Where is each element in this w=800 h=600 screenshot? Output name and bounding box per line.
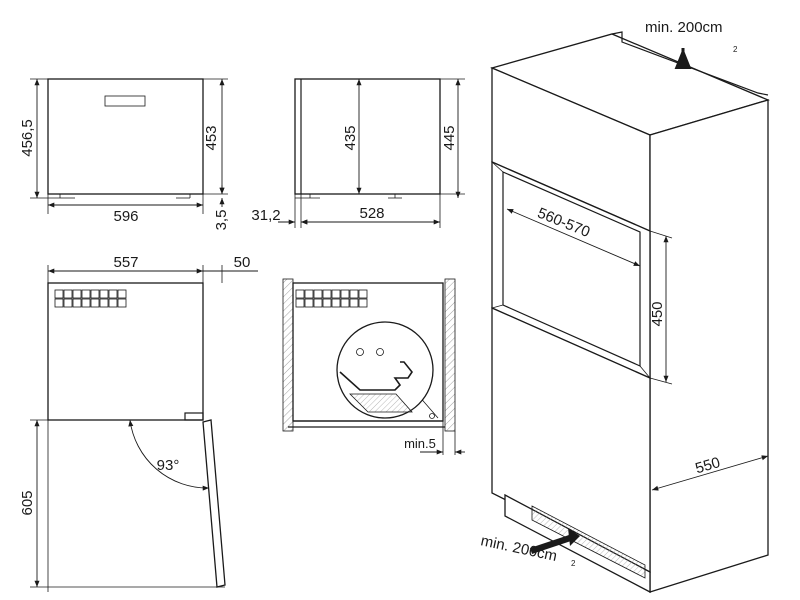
detail-view: min.5: [282, 278, 465, 455]
front-view-handle: [104, 95, 146, 107]
vent-bottom-unit: 2: [571, 559, 576, 568]
dim-side-depth: 528: [359, 205, 384, 222]
dim-niche-height: 450: [649, 301, 666, 326]
vent-top-unit: 2: [733, 45, 738, 54]
vent-bottom-arrow: [530, 534, 574, 554]
vent-grid: [54, 289, 127, 308]
dim-door-length: 605: [19, 490, 36, 515]
plinth-vent-grille: [531, 505, 646, 579]
dim-side-front-offset: 31,2: [251, 207, 280, 224]
dim-top-front-panel: 50: [234, 254, 251, 271]
cabinet-right-side: [649, 99, 769, 593]
dim-door-angle: 93°: [157, 457, 180, 474]
dim-side-inner-height: 435: [342, 125, 359, 150]
top-view-door: [202, 419, 226, 588]
top-view-body: [47, 282, 204, 421]
dim-cabinet-depth: 550: [693, 454, 722, 477]
dim-front-height-total: 456,5: [19, 119, 36, 157]
side-view: 435 445 31,2 528: [251, 78, 465, 228]
vent-top-label: min. 200cm: [645, 19, 723, 36]
front-view: 456,5 453 596 3,5: [19, 78, 230, 231]
door-angle-arc: [128, 419, 210, 491]
dim-top-width: 557: [113, 254, 138, 271]
dim-min-clearance: min.5: [404, 436, 436, 451]
installation-view: min. 200cm 2 560-570 450 550 min. 200cm …: [479, 19, 770, 594]
front-view-body: [47, 78, 204, 195]
dim-front-width: 596: [113, 208, 138, 225]
dim-front-height-body: 453: [203, 125, 220, 150]
side-view-body: [294, 78, 441, 195]
dim-front-feet: 3,5: [213, 210, 230, 231]
top-view: 93° 557 50 605: [19, 254, 258, 592]
dim-side-total-height: 445: [441, 125, 458, 150]
